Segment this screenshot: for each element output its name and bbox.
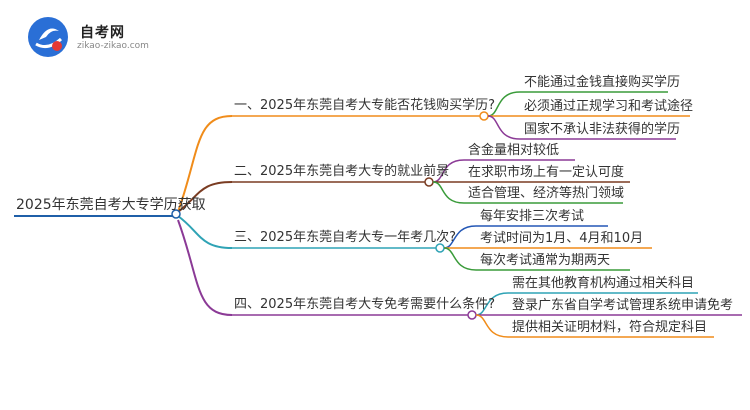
branch-title-4: 四、2025年东莞自考大专免考需要什么条件? xyxy=(234,297,495,312)
leaf-2-2: 在求职市场上有一定认可度 xyxy=(468,165,625,180)
leaf-2-3: 适合管理、经济等热门领域 xyxy=(468,186,625,201)
leaf-3-3: 每次考试通常为期两天 xyxy=(480,253,611,268)
leaf-4-1: 需在其他教育机构通过相关科目 xyxy=(512,276,695,291)
leaf-2-1: 含金量相对较低 xyxy=(468,143,560,158)
branch-title-2: 二、2025年东莞自考大专的就业前景 xyxy=(234,164,450,179)
leaf-4-3: 提供相关证明材料，符合规定科目 xyxy=(512,320,708,335)
leaf-3-1: 每年安排三次考试 xyxy=(480,209,585,224)
leaf-3-2: 考试时间为1月、4月和10月 xyxy=(480,231,644,246)
leaf-1-1: 不能通过金钱直接购买学历 xyxy=(524,75,681,90)
brand-domain: zikao-zikao.com xyxy=(77,41,149,51)
leaf-1-3: 国家不承认非法获得的学历 xyxy=(524,122,681,137)
leaf-1-2: 必须通过正规学习和考试途径 xyxy=(524,99,694,114)
leaf-4-2: 登录广东省自学考试管理系统申请免考 xyxy=(512,298,734,313)
branch-title-3: 三、2025年东莞自考大专一年考几次? xyxy=(234,230,456,245)
branch-title-1: 一、2025年东莞自考大专能否花钱购买学历? xyxy=(234,98,495,113)
zikao-logo-icon xyxy=(28,17,68,57)
brand-name: 自考网 xyxy=(80,25,125,41)
mindmap-root: 2025年东莞自考大专学历获取 xyxy=(16,197,206,213)
